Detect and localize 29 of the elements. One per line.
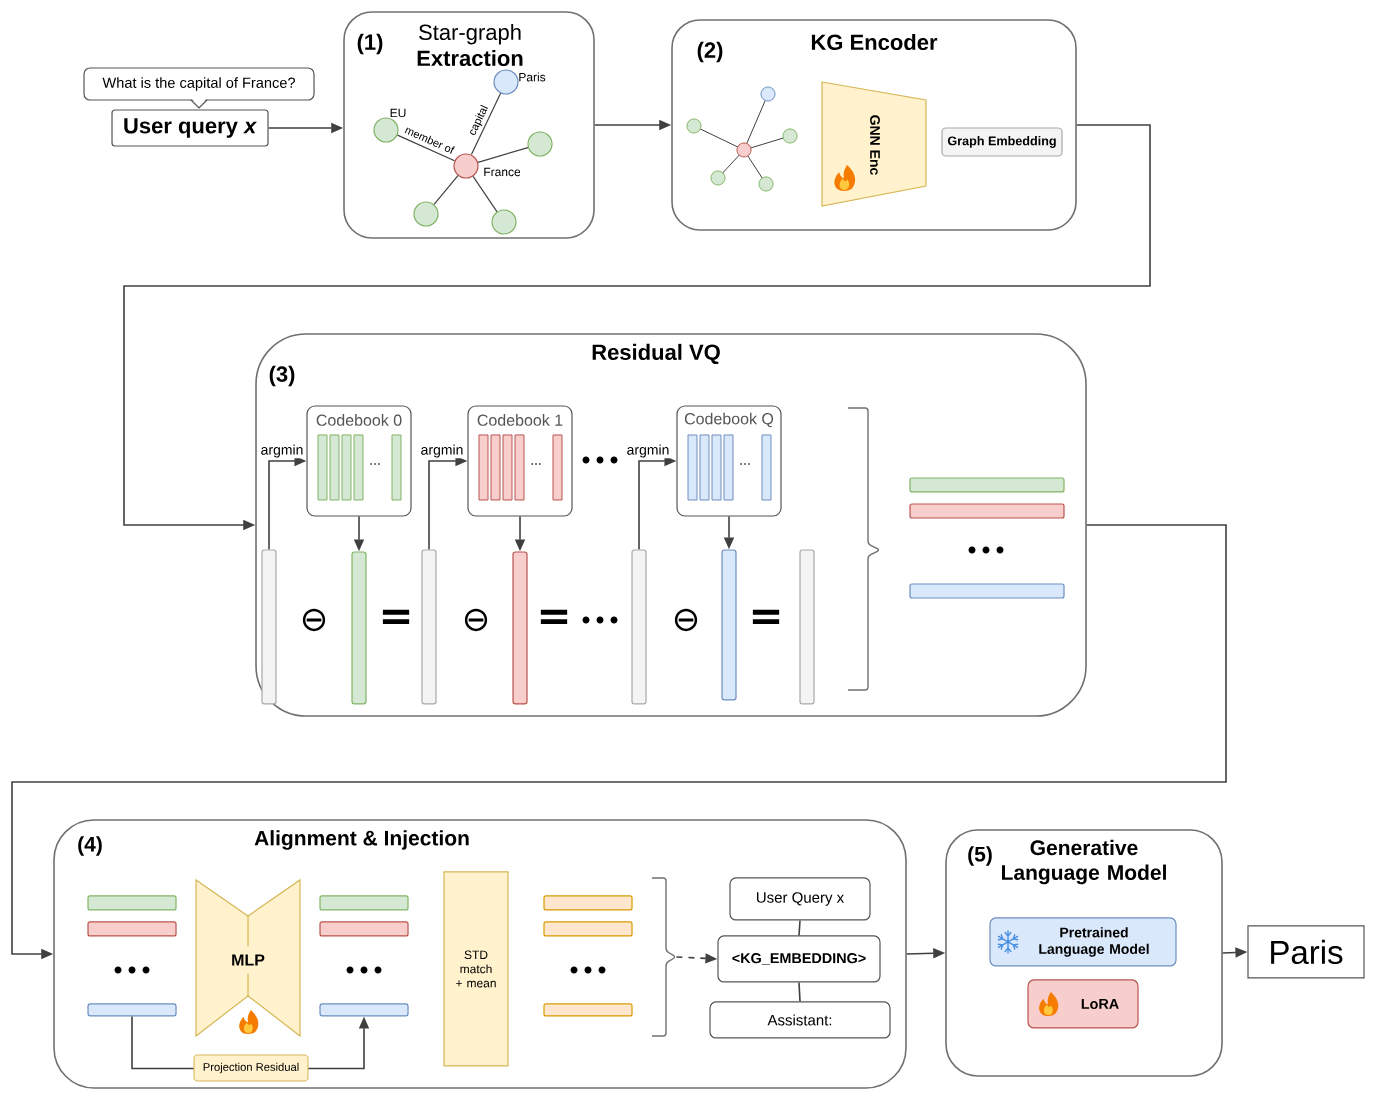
vector-bar: [721, 549, 737, 701]
mlp-block: MLP: [195, 878, 301, 1038]
query-box: User query x: [111, 109, 269, 147]
curly-brace: [651, 877, 676, 1037]
vector-bar: [261, 549, 277, 705]
vector-bar: [799, 549, 815, 705]
operator-symbol: ⊖: [464, 608, 488, 632]
vector-bar: [631, 549, 647, 705]
operator-symbol: =: [752, 609, 780, 625]
graph-node: [413, 201, 439, 227]
operator-symbol: ⊖: [302, 608, 326, 632]
output-box: Paris: [1247, 925, 1365, 979]
operator-symbol: =: [382, 609, 410, 625]
operator-symbol: ⊖: [674, 608, 698, 632]
connector-line: [798, 919, 801, 937]
embedding-bar: [319, 1003, 409, 1017]
connector-line: [477, 146, 529, 163]
connector-line: [396, 134, 456, 162]
vector-bar: [421, 549, 437, 705]
graph-node: [527, 131, 553, 157]
connector-line: [798, 981, 801, 1003]
embedding-bar: [87, 1003, 177, 1017]
vector-bar: [351, 551, 367, 705]
connector-line: [472, 175, 498, 213]
connector-line: [470, 92, 502, 156]
vector-bar: [512, 551, 528, 705]
graph-node: [491, 209, 517, 235]
operator-symbol: =: [540, 609, 568, 625]
connector-line: [433, 175, 459, 205]
